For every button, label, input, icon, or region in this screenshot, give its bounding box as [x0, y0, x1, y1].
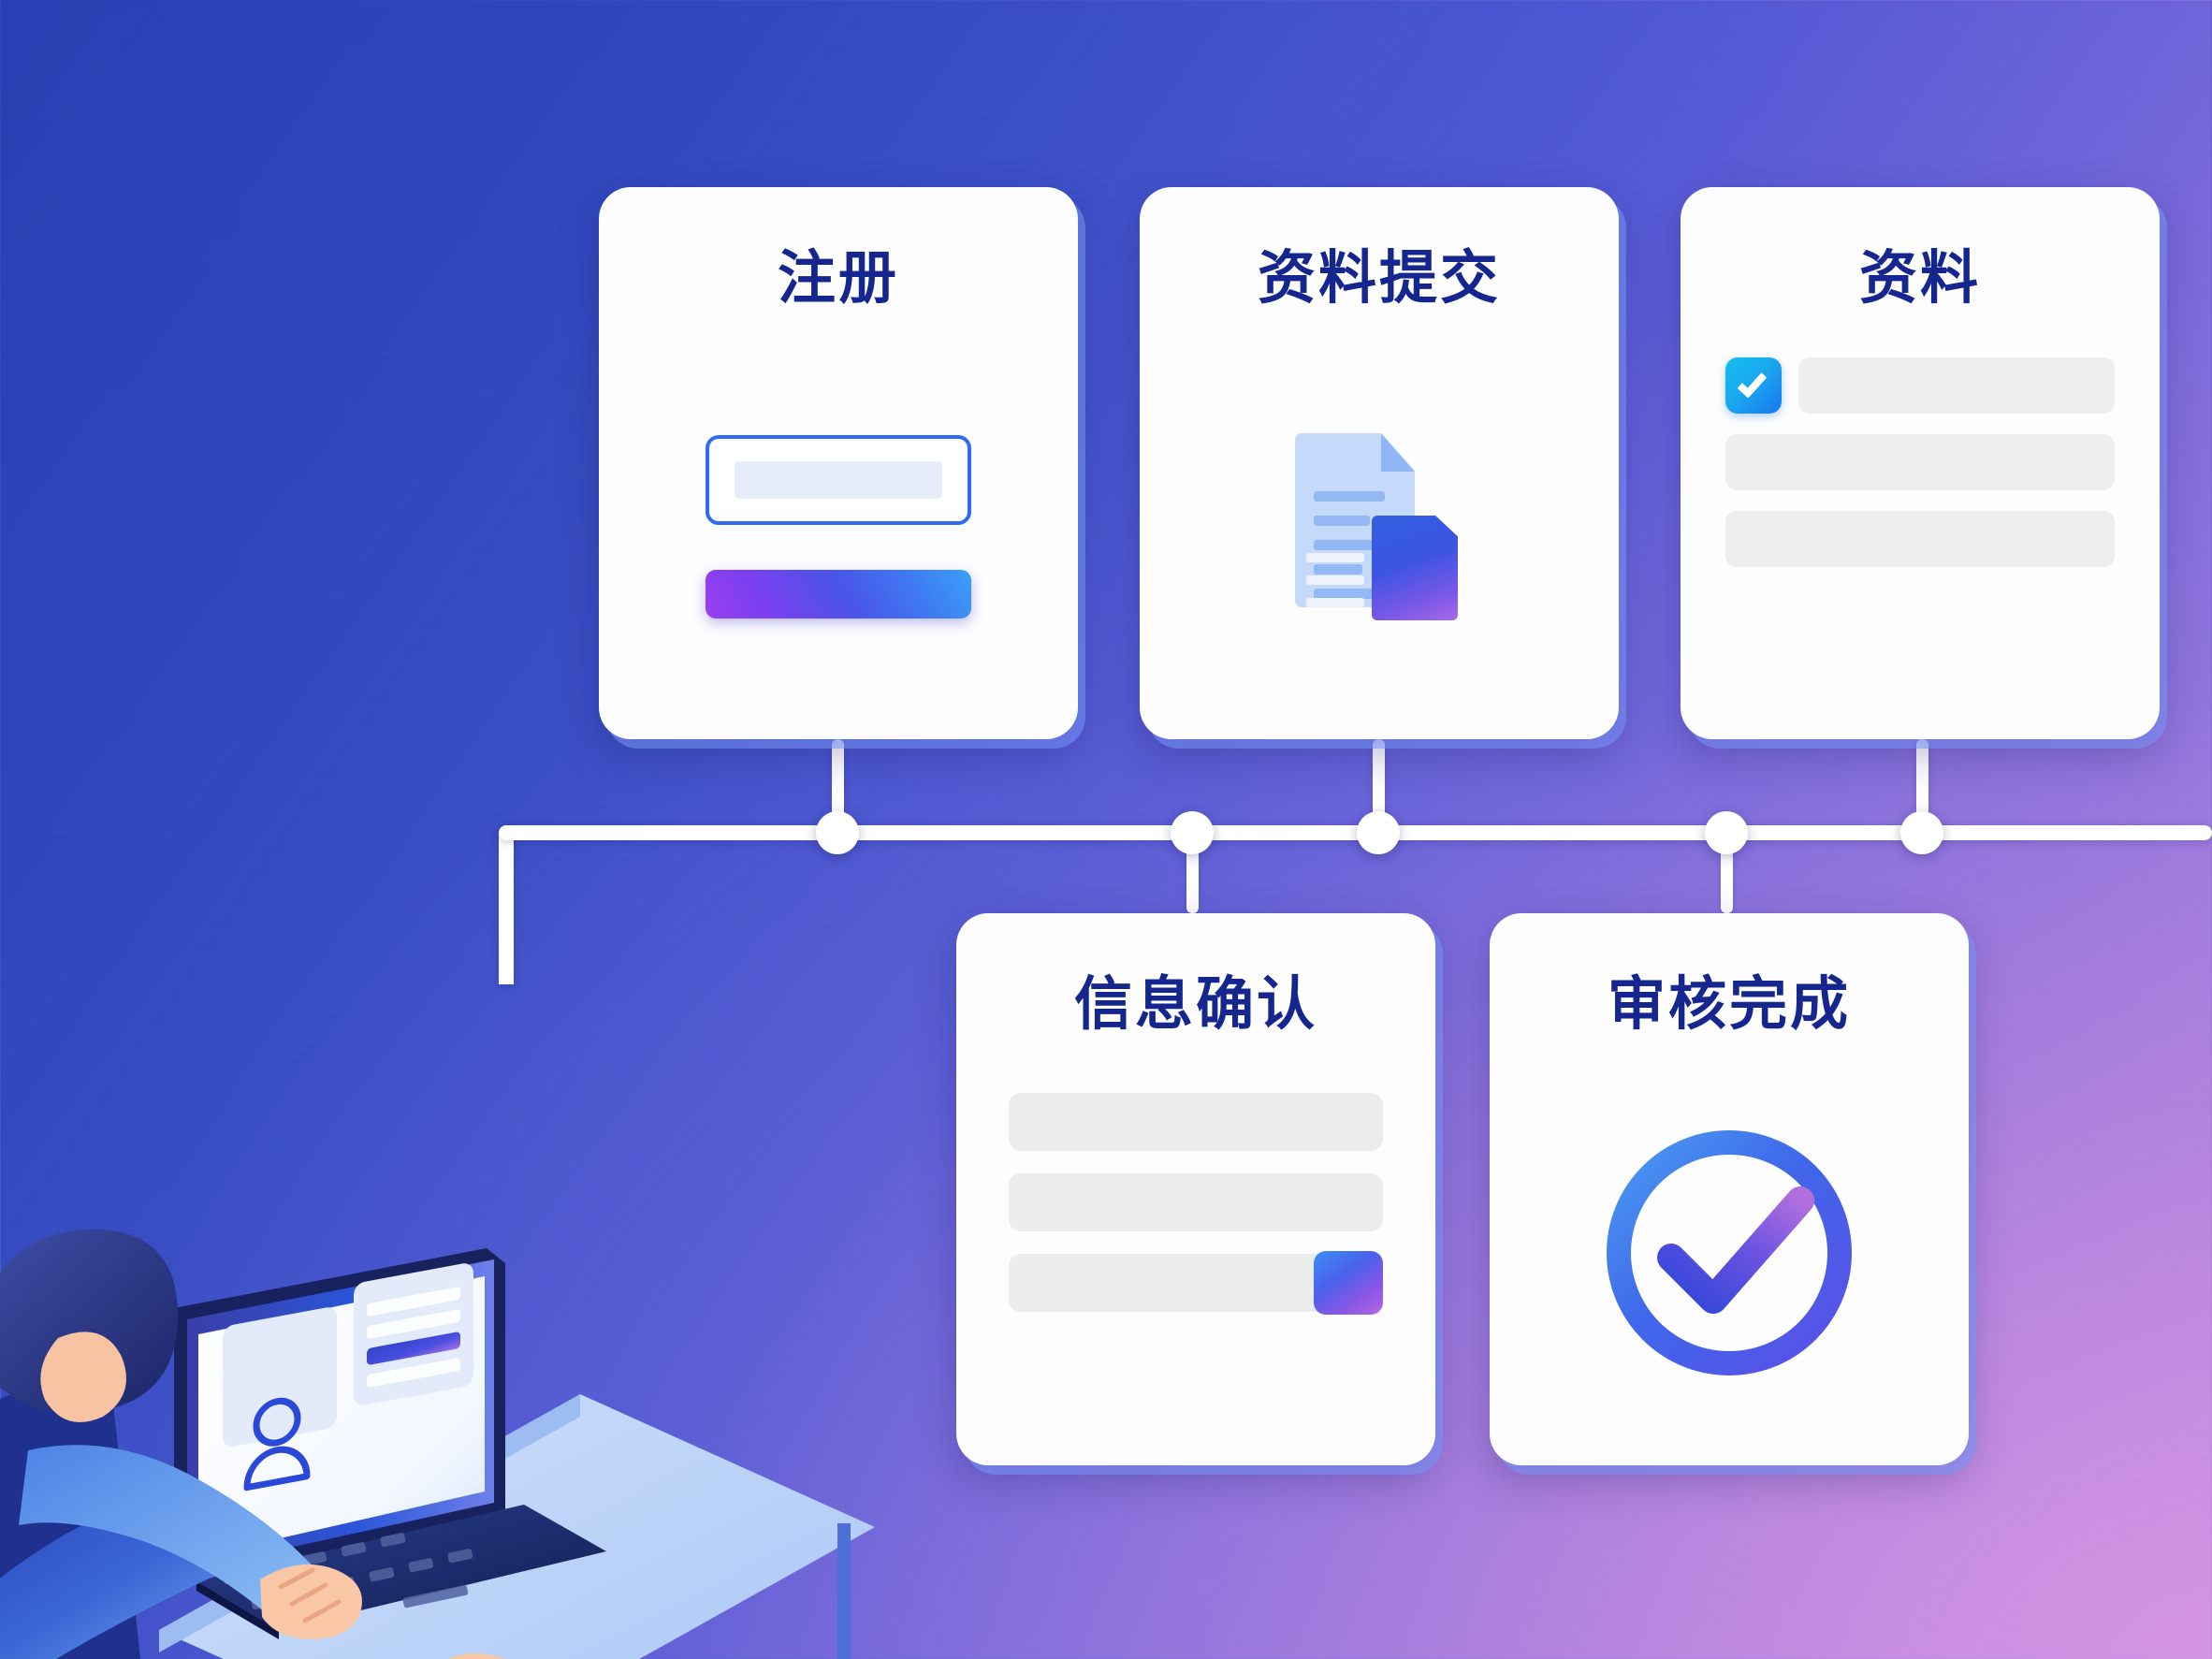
- timeline-node-5[interactable]: [1900, 811, 1943, 854]
- step-card-submit[interactable]: 资料提交: [1140, 187, 1619, 739]
- checklist-row[interactable]: [1725, 357, 2115, 414]
- confirm-field-row-3[interactable]: [1009, 1251, 1383, 1315]
- screen-avatar-panel: [223, 1307, 337, 1447]
- hand-right: [448, 1652, 504, 1659]
- timeline-left-corner: [499, 825, 514, 984]
- checklist-label-placeholder: [1798, 357, 2115, 414]
- step-card-register-title: 注册: [777, 243, 899, 312]
- timeline-stem-materials: [1916, 739, 1928, 833]
- arm: [19, 1445, 327, 1626]
- timeline-node-1[interactable]: [816, 811, 859, 854]
- person: [0, 1229, 504, 1659]
- monitor: [174, 1248, 505, 1608]
- confirm-action-button[interactable]: [1314, 1251, 1383, 1315]
- confirm-field-row-2[interactable]: [1009, 1173, 1383, 1231]
- step-card-register[interactable]: 注册: [599, 187, 1078, 739]
- hand-left: [260, 1564, 362, 1639]
- document-icon: [1295, 433, 1463, 620]
- step-card-submit-body: [1140, 314, 1619, 739]
- checkbox-checked-icon[interactable]: [1725, 357, 1782, 414]
- check-circle-icon: [1589, 1113, 1870, 1393]
- step-card-approved-title: 审核完成: [1607, 969, 1851, 1038]
- step-card-confirm[interactable]: 信息确认: [956, 913, 1435, 1465]
- step-card-register-body: [599, 314, 1078, 739]
- step-card-approved-body: [1490, 1041, 1969, 1465]
- submit-button[interactable]: [706, 570, 971, 618]
- step-card-materials-title: 资料: [1858, 243, 1981, 312]
- timeline-stem-submit: [1373, 739, 1385, 833]
- head-skin: [40, 1332, 126, 1422]
- person-at-desk-illustration: [0, 739, 898, 1659]
- input-placeholder-fill: [735, 461, 942, 499]
- timeline-node-4[interactable]: [1705, 811, 1748, 854]
- step-card-confirm-title: 信息确认: [1073, 969, 1317, 1038]
- document-page-front: [1372, 516, 1458, 620]
- screen-submit-bar: [367, 1332, 460, 1365]
- timeline-node-2[interactable]: [1171, 811, 1214, 854]
- confirm-field-row-1[interactable]: [1009, 1093, 1383, 1151]
- check-mark-icon: [1737, 367, 1768, 399]
- timeline-stem-register: [832, 739, 844, 833]
- timeline-node-3[interactable]: [1357, 811, 1400, 854]
- form-input-icon[interactable]: [706, 435, 971, 525]
- timeline-horizontal-line: [499, 825, 2212, 840]
- step-card-confirm-body: [956, 1041, 1435, 1465]
- user-profile-icon: [243, 1397, 311, 1492]
- step-card-materials-body: [1681, 314, 2160, 739]
- step-card-submit-title: 资料提交: [1257, 243, 1501, 312]
- checklist-row-3[interactable]: [1725, 511, 2115, 567]
- checklist-row-2[interactable]: [1725, 434, 2115, 490]
- step-card-materials[interactable]: 资料: [1681, 187, 2160, 739]
- step-card-approved[interactable]: 审核完成: [1490, 913, 1969, 1465]
